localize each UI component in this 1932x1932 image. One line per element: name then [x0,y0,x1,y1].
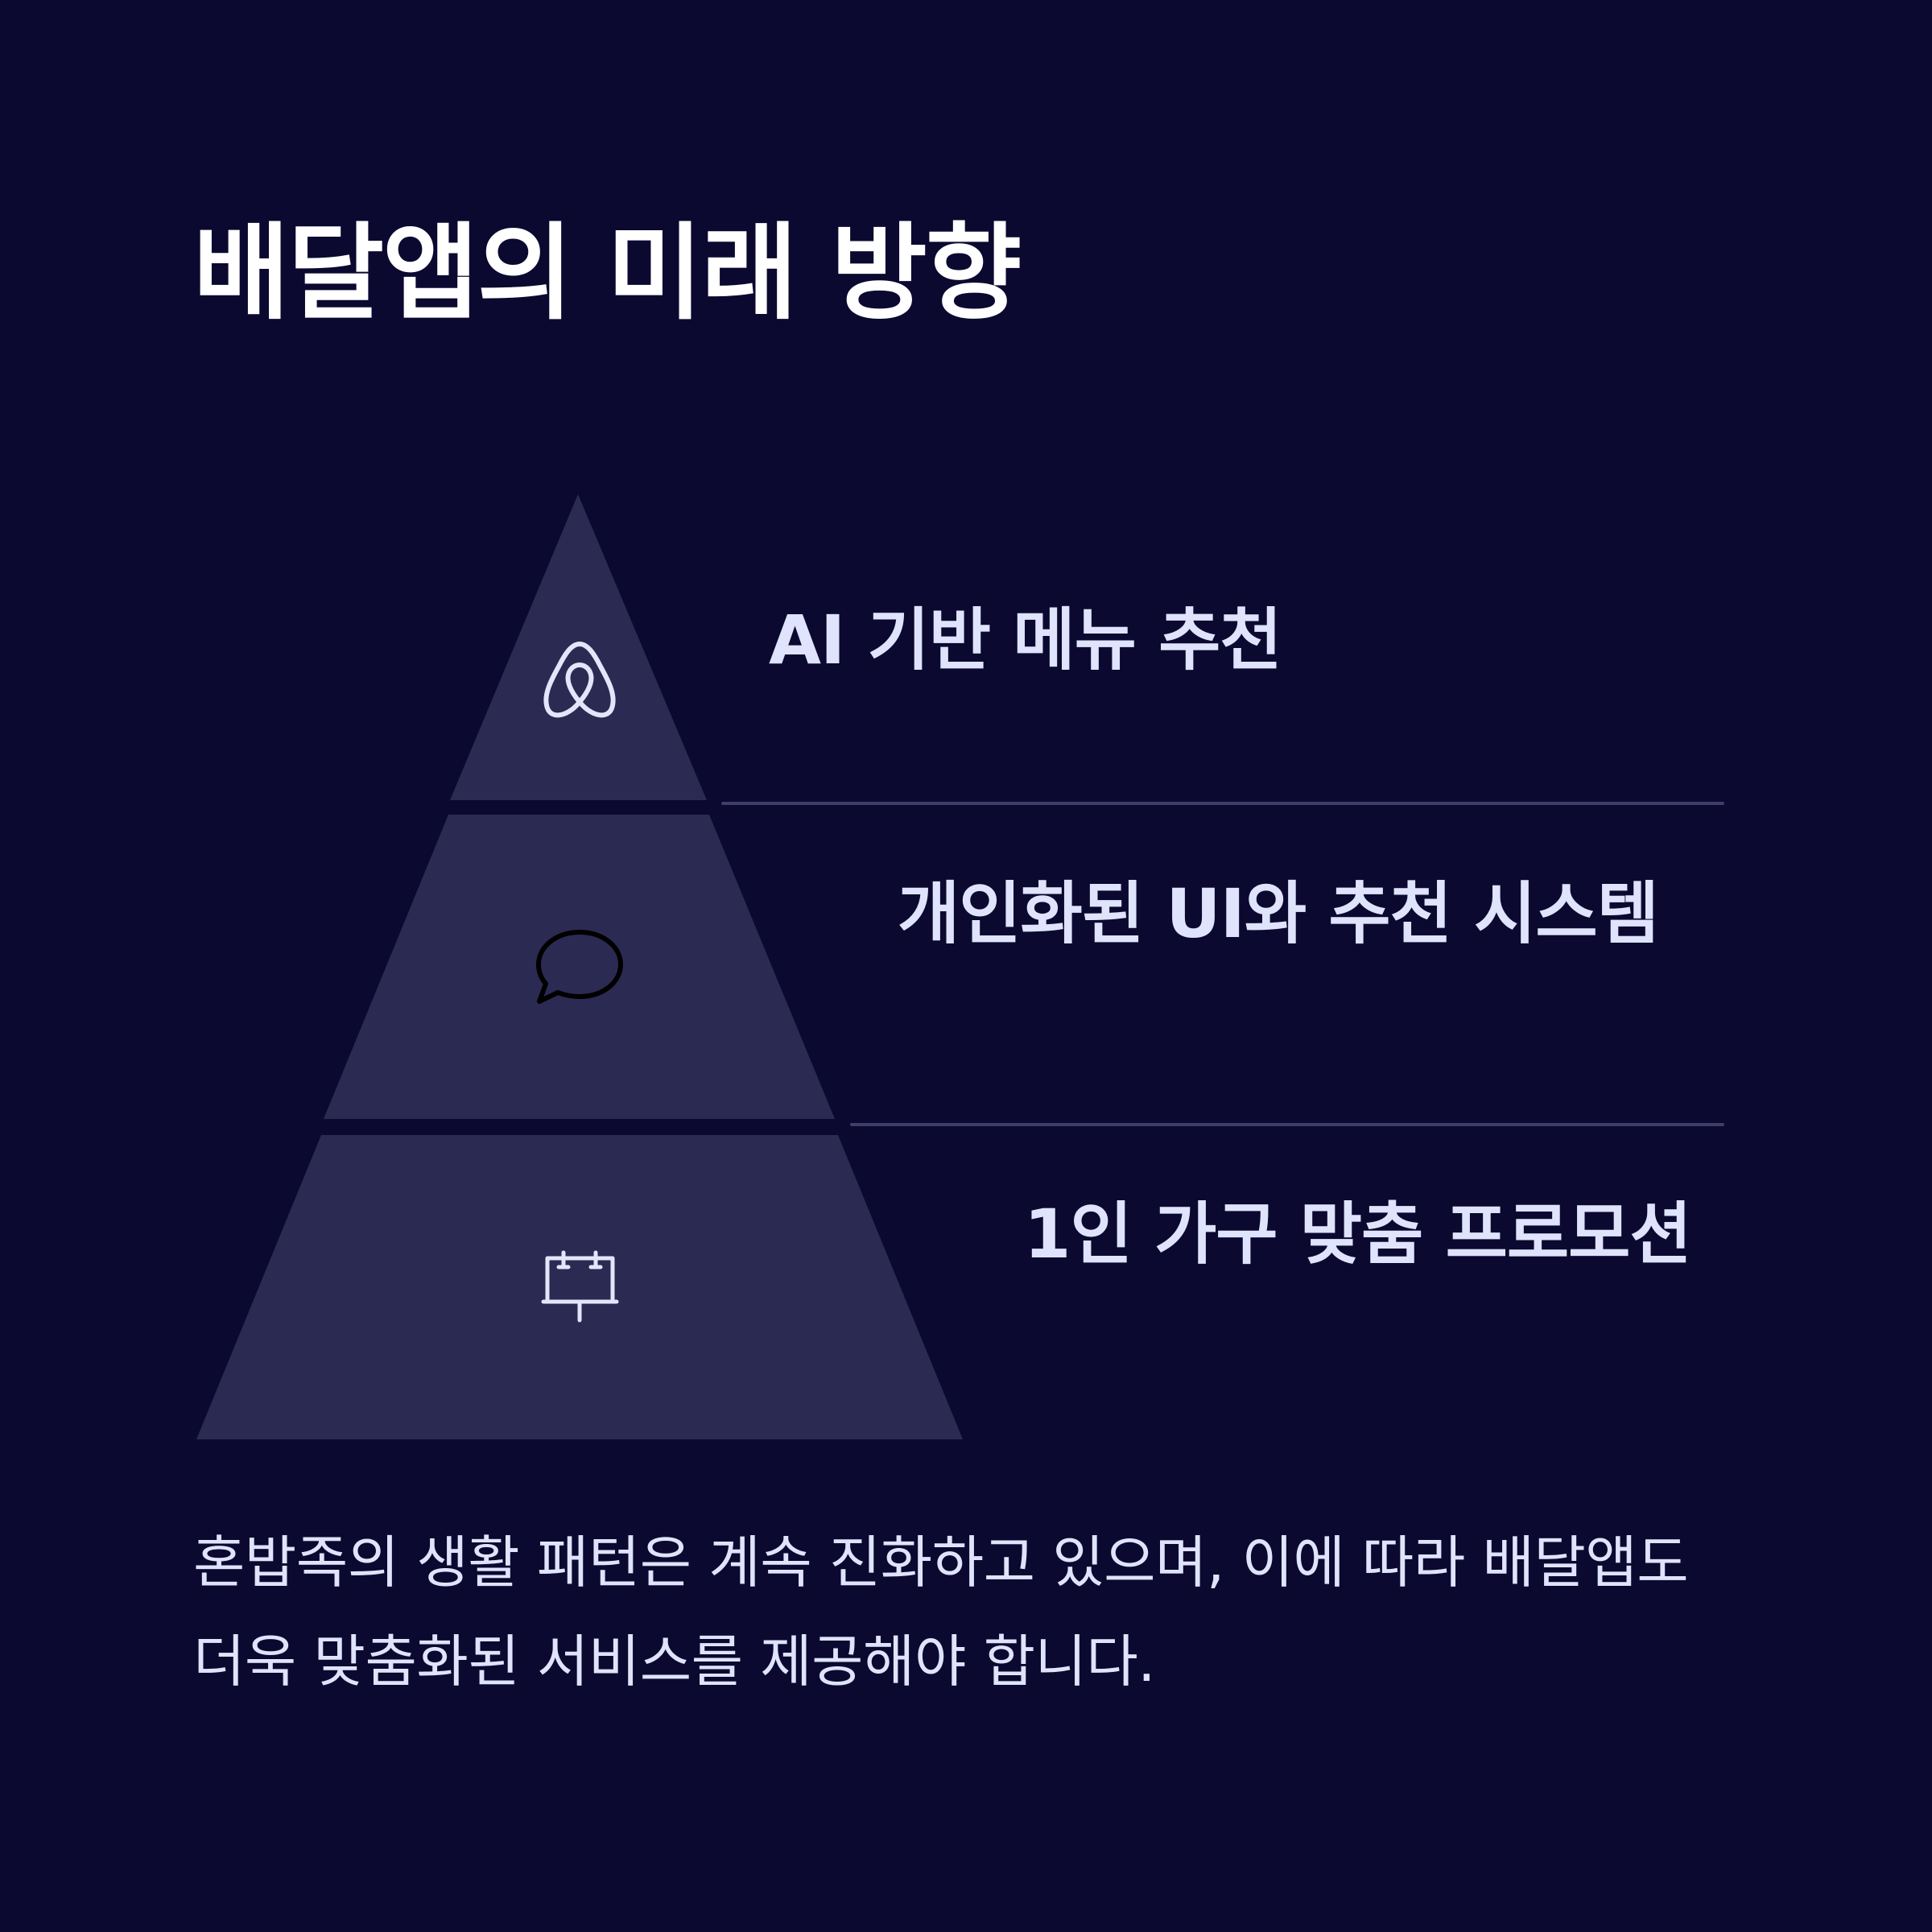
pyramid-tier-middle [324,815,835,1119]
presentation-board-icon [541,1250,619,1323]
page-title: 배달앱의 미래 방향 [193,212,1022,334]
tier-label-middle: 개인화된 UI와 추천 시스템 [898,874,1659,953]
description-text: 혼밥족의 생활 패턴은 계속 진화하고 있으며, 이에 따라 배달앱도 더욱 맞… [193,1530,1689,1695]
pyramid-tier-top [450,494,707,800]
tier-label-top: AI 기반 메뉴 추천 [769,601,1282,679]
pyramid-tier-bottom [196,1135,963,1439]
chat-bubble-icon [536,930,623,1004]
airbnb-logo-icon [543,642,616,718]
tier-label-bottom: 1인 가구 맞춤 프로모션 [1024,1195,1692,1274]
